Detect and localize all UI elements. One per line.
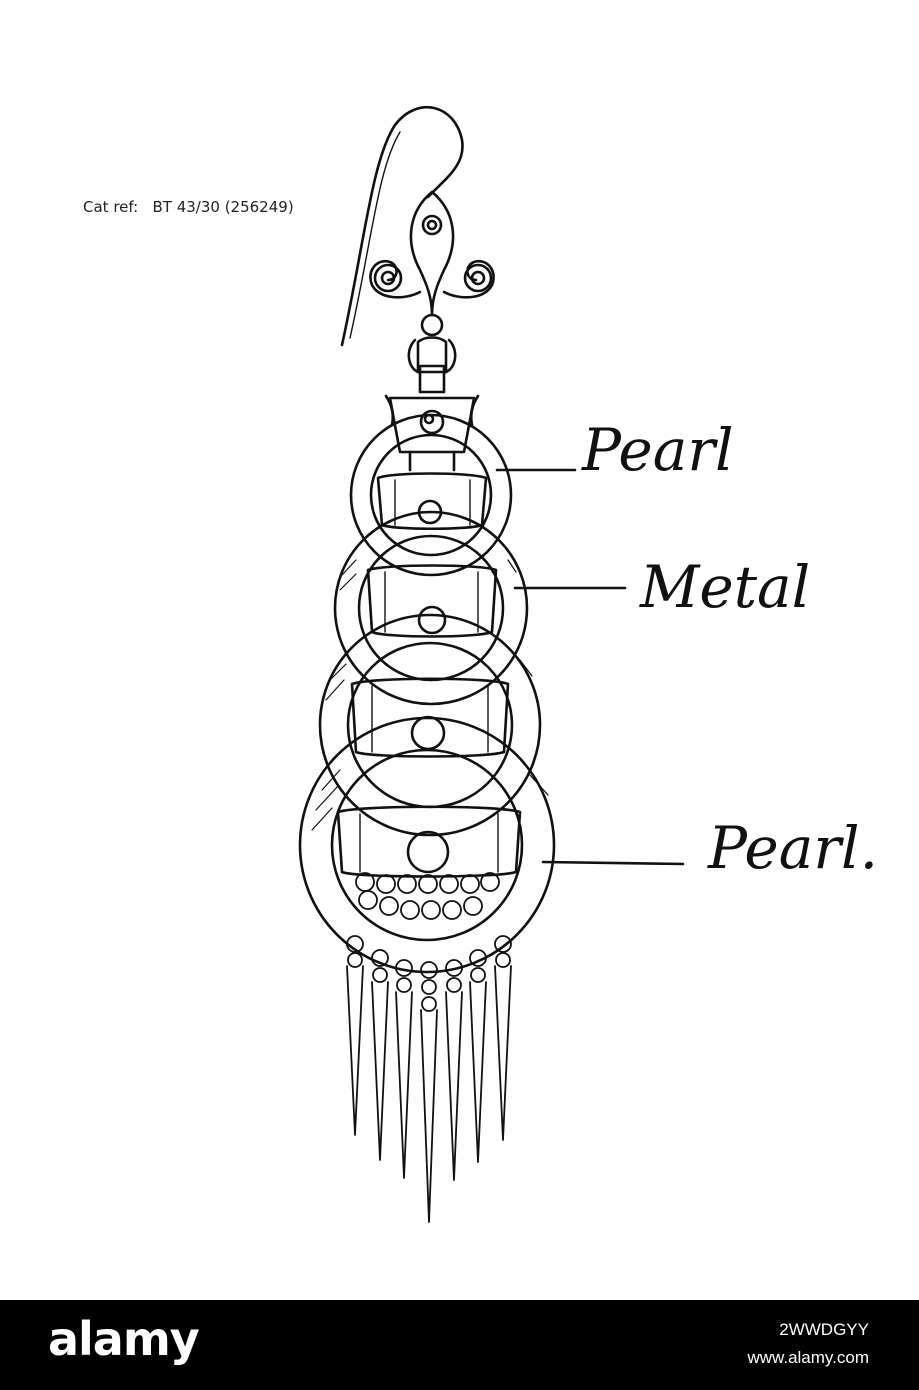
ring-1 xyxy=(349,413,513,577)
image-id: 2WWDGYY xyxy=(779,1320,869,1339)
ring-shading xyxy=(311,559,549,831)
barrel-4 xyxy=(336,805,522,878)
ring-3 xyxy=(318,613,542,837)
watermark-footer: alamy 2WWDGYY www.alamy.com xyxy=(0,1300,919,1390)
barrel-2 xyxy=(366,564,498,638)
top-cap xyxy=(384,394,480,472)
label-pearl-bottom: Pearl. xyxy=(707,814,878,882)
brand-logo: alamy xyxy=(48,1312,200,1366)
fleur-de-lis-ornament xyxy=(369,190,495,394)
label-pearl-top: Pearl xyxy=(581,416,734,484)
catalogue-reference: Cat ref: BT 43/30 (256249) xyxy=(83,198,294,216)
ear-hook xyxy=(340,106,464,347)
leader-line-pearl-bottom xyxy=(541,860,685,866)
barrel-1 xyxy=(376,472,488,531)
drawing-sheet: Cat ref: BT 43/30 (256249) xyxy=(83,106,879,1223)
earring-drawing: Pearl Metal Pearl. xyxy=(298,106,878,1223)
site-url: www.alamy.com xyxy=(747,1348,869,1367)
seed-pearl-cluster xyxy=(355,872,500,920)
barrel-3 xyxy=(350,677,510,758)
label-metal: Metal xyxy=(639,553,810,621)
fringe-drops xyxy=(346,935,512,1223)
